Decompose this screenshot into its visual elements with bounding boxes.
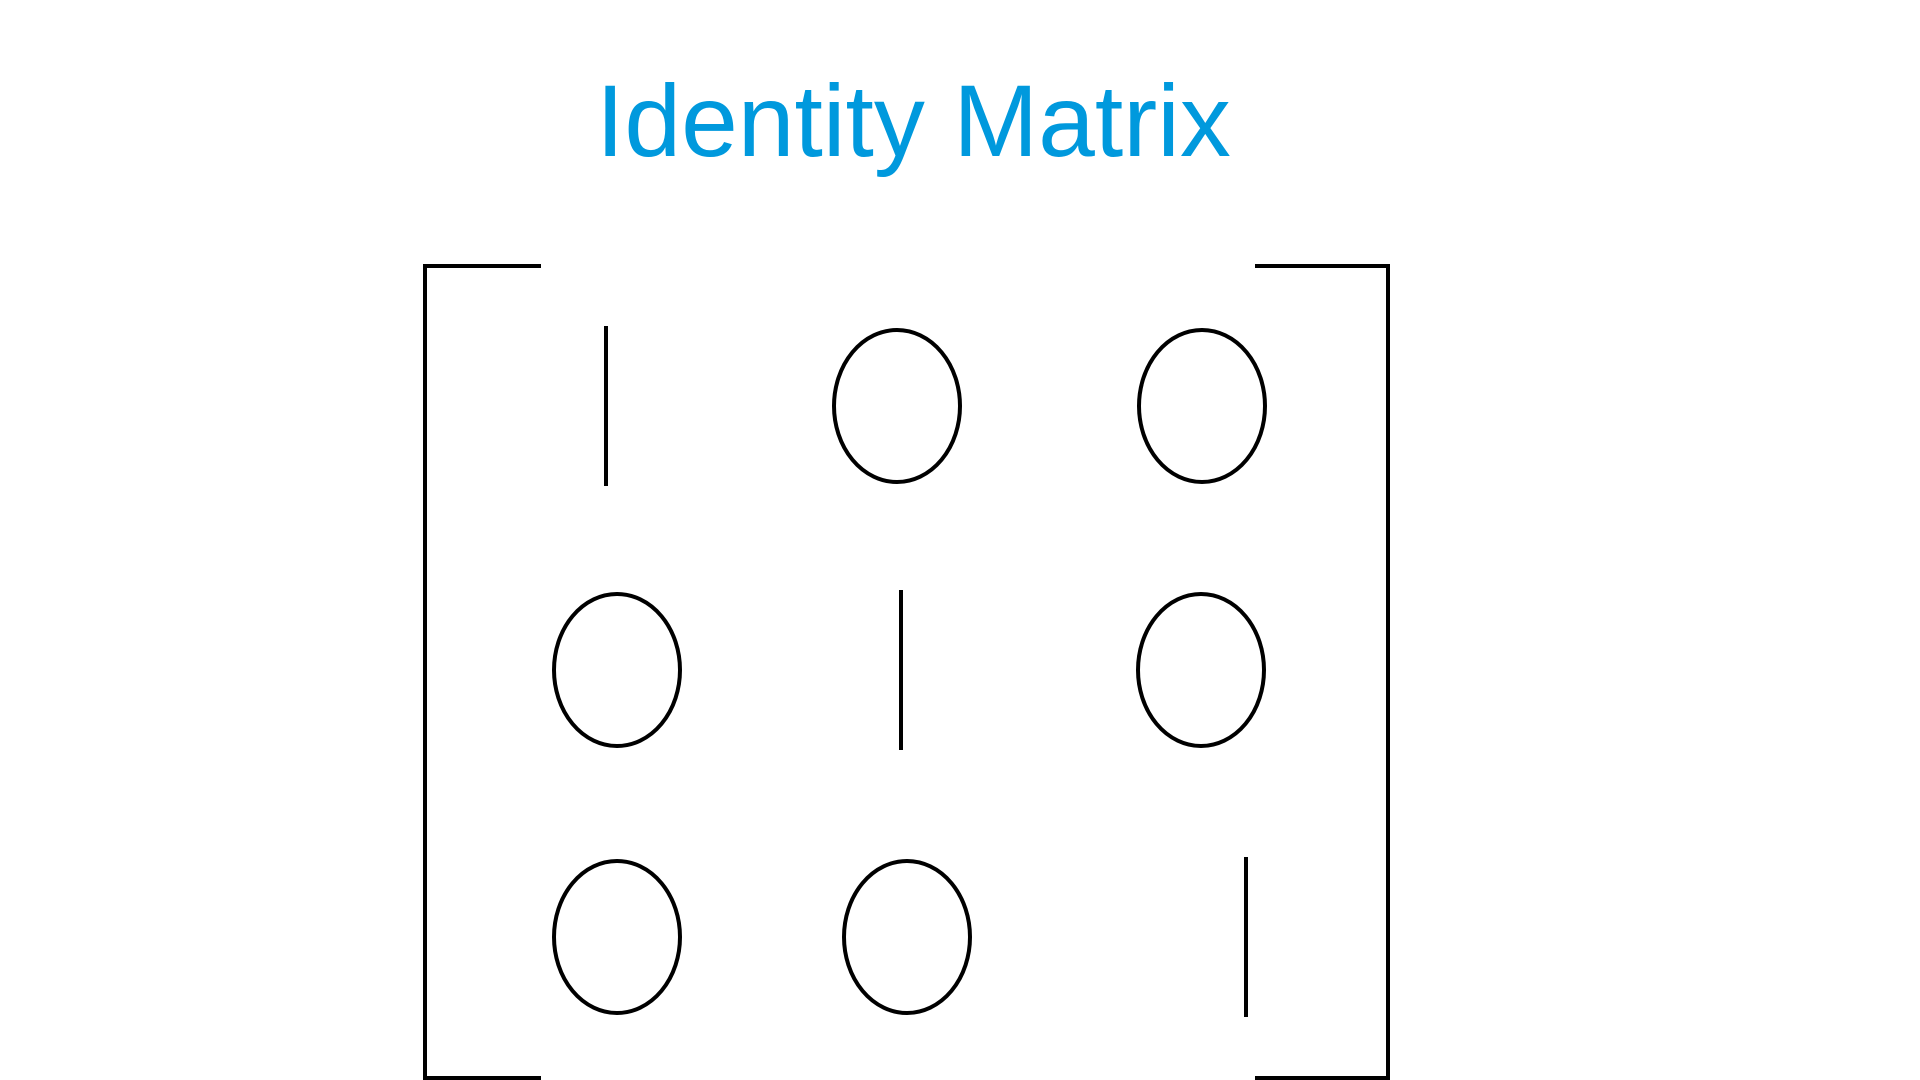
matrix-entry-zero: [1136, 592, 1266, 748]
diagram-title: Identity Matrix: [596, 64, 1231, 178]
matrix-entry-zero: [1137, 328, 1267, 484]
matrix-entry-zero: [552, 592, 682, 748]
matrix-cells: [552, 326, 1267, 1017]
matrix-entry-zero: [832, 328, 962, 484]
matrix-entry-zero: [552, 859, 682, 1015]
right-bracket: [1255, 264, 1390, 1080]
left-bracket: [423, 264, 541, 1080]
matrix-entry-zero: [842, 859, 972, 1015]
